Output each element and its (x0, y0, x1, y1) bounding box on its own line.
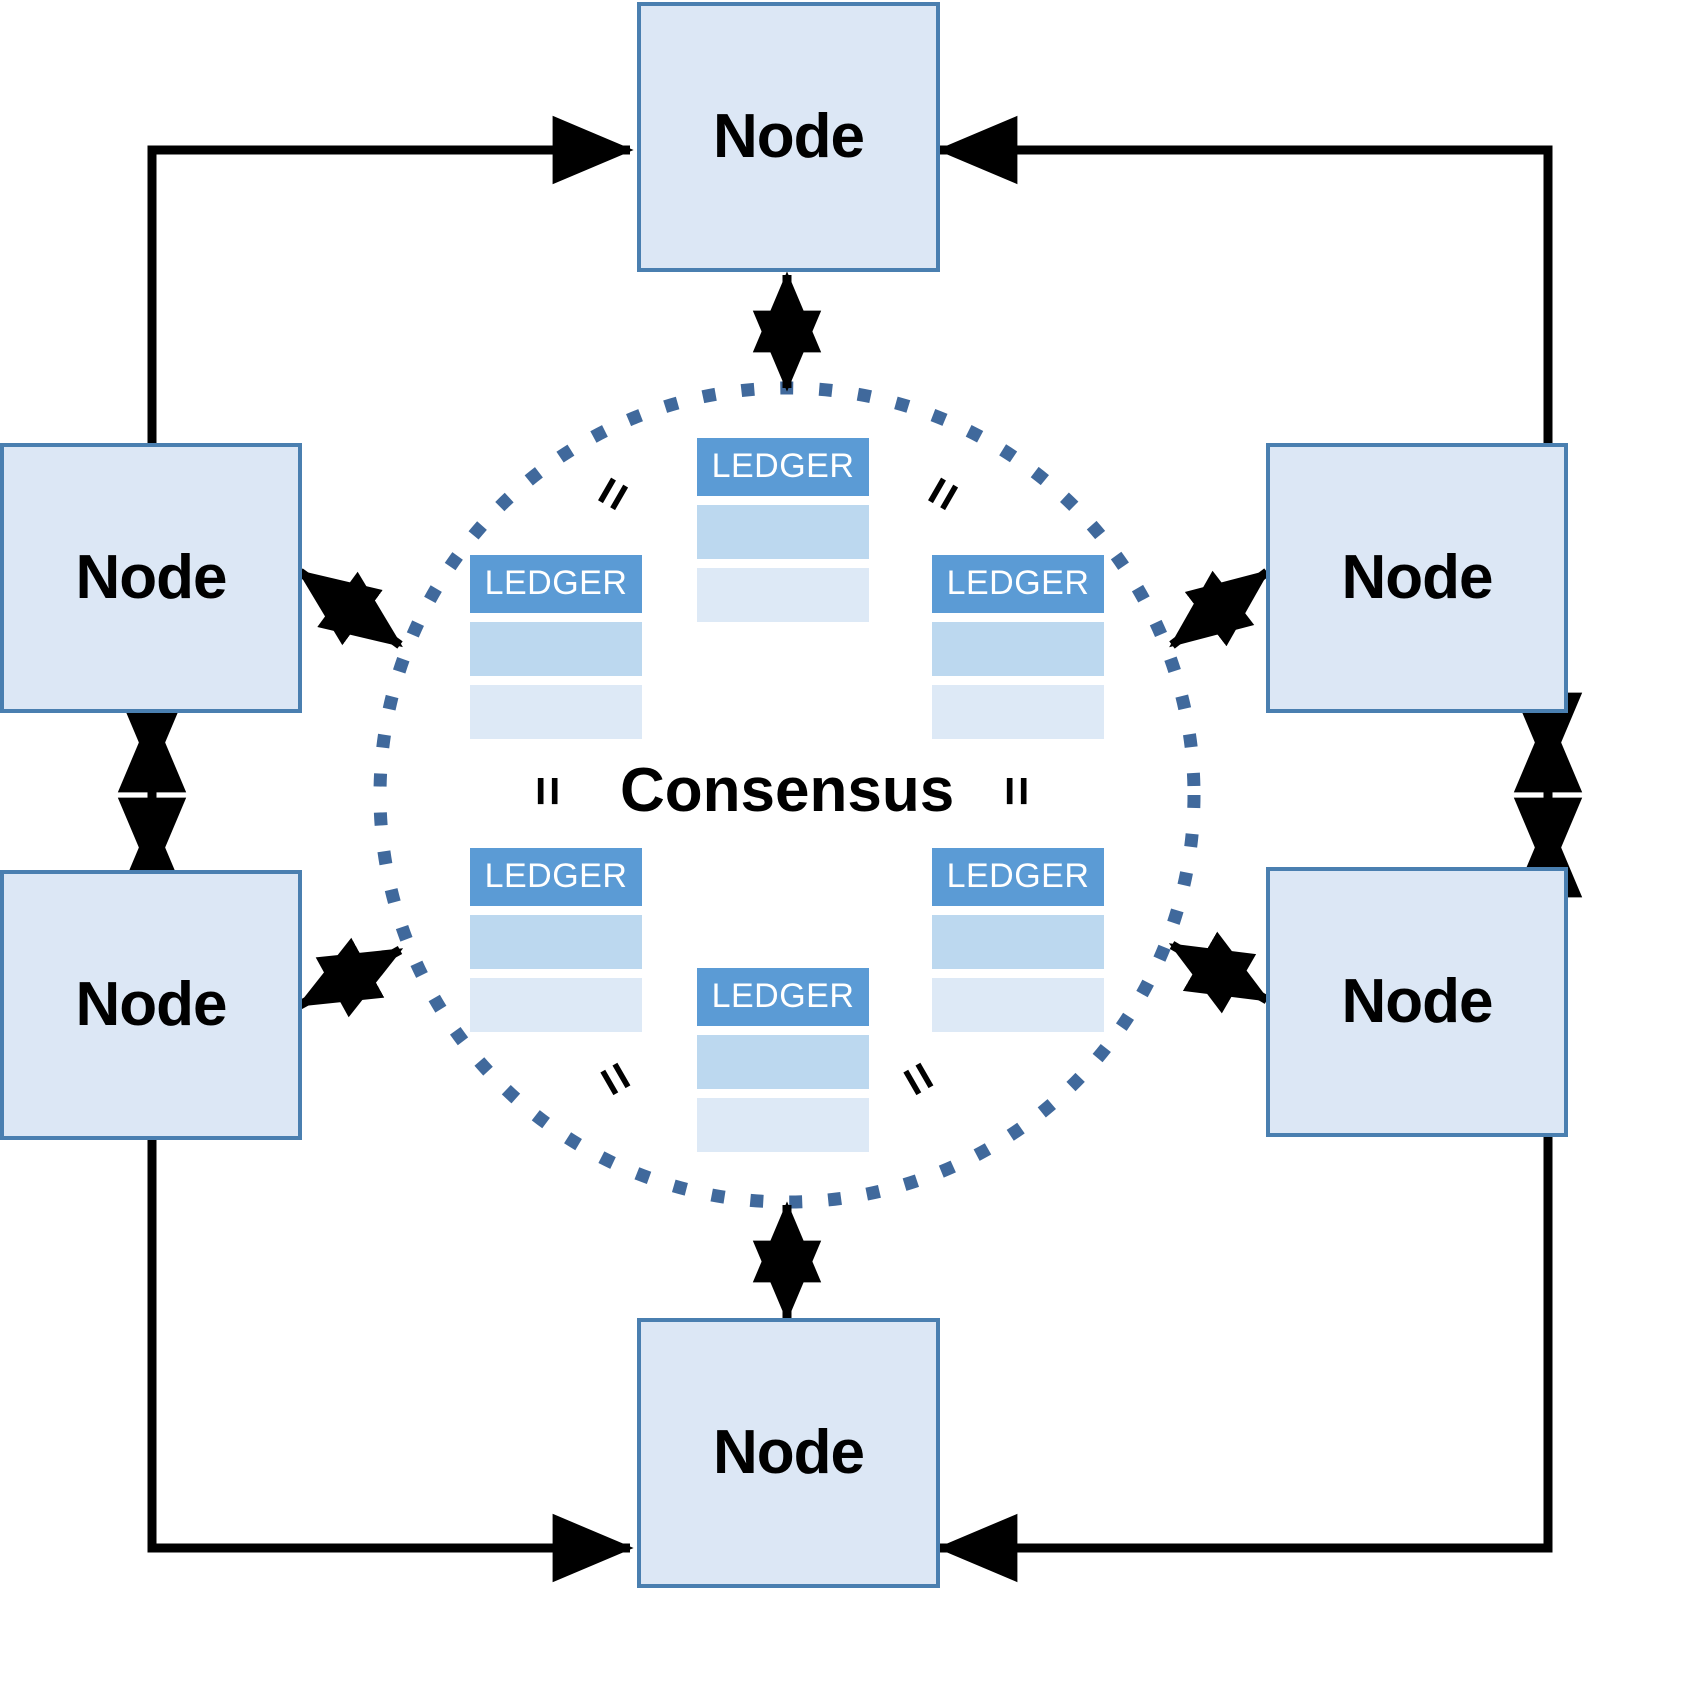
ledger-top-row-1 (697, 505, 869, 559)
ledger-upper-left: LEDGER (470, 555, 642, 739)
ledger-lower-right-row-2 (932, 978, 1104, 1032)
ledger-lower-right-header: LEDGER (932, 848, 1104, 906)
ledger-lower-left-row-2 (470, 978, 642, 1032)
ledger-bottom-row-2 (697, 1098, 869, 1152)
ledger-upper-right-row-2 (932, 685, 1104, 739)
connector-circle-right-upper (1169, 568, 1270, 649)
ledger-upper-right-header: LEDGER (932, 555, 1104, 613)
connector-circle-left-lower (296, 937, 404, 1018)
ledger-lower-left: LEDGER (470, 848, 642, 1032)
ledger-bottom-row-1 (697, 1035, 869, 1089)
connector-circle-left-upper (297, 568, 403, 649)
node-right-upper[interactable]: Node (1266, 443, 1568, 713)
node-top[interactable]: Node (637, 2, 940, 272)
node-left-lower-label: Node (75, 970, 228, 1039)
ledger-upper-left-row-1 (470, 622, 642, 676)
node-bottom[interactable]: Node (637, 1318, 940, 1588)
ledger-top-row-2 (697, 568, 869, 622)
node-bottom-label: Node (713, 1418, 865, 1487)
ledger-lower-right: LEDGER (932, 848, 1104, 1032)
node-left-lower[interactable]: Node (0, 870, 302, 1140)
ledger-lower-left-header: LEDGER (470, 848, 642, 906)
ledger-bottom-header: LEDGER (697, 968, 869, 1026)
ledger-bottom: LEDGER (697, 968, 869, 1152)
node-right-upper-label: Node (1341, 543, 1494, 612)
node-right-lower[interactable]: Node (1266, 867, 1568, 1137)
equals-mid-right-icon: = (988, 775, 1047, 807)
node-right-lower-label: Node (1341, 967, 1494, 1036)
node-top-label: Node (713, 102, 865, 171)
node-left-upper[interactable]: Node (0, 443, 302, 713)
ledger-upper-right: LEDGER (932, 555, 1104, 739)
connector-circle-right-lower (1168, 931, 1271, 1014)
consensus-label: Consensus (620, 756, 955, 825)
ledger-upper-right-row-1 (932, 622, 1104, 676)
ledger-upper-left-row-2 (470, 685, 642, 739)
ledger-lower-right-row-1 (932, 915, 1104, 969)
ledger-top: LEDGER (697, 438, 869, 622)
ledger-top-header: LEDGER (697, 438, 869, 496)
node-left-upper-label: Node (75, 543, 228, 612)
equals-mid-left-icon: = (519, 775, 578, 807)
ledger-upper-left-header: LEDGER (470, 555, 642, 613)
ledger-lower-left-row-1 (470, 915, 642, 969)
